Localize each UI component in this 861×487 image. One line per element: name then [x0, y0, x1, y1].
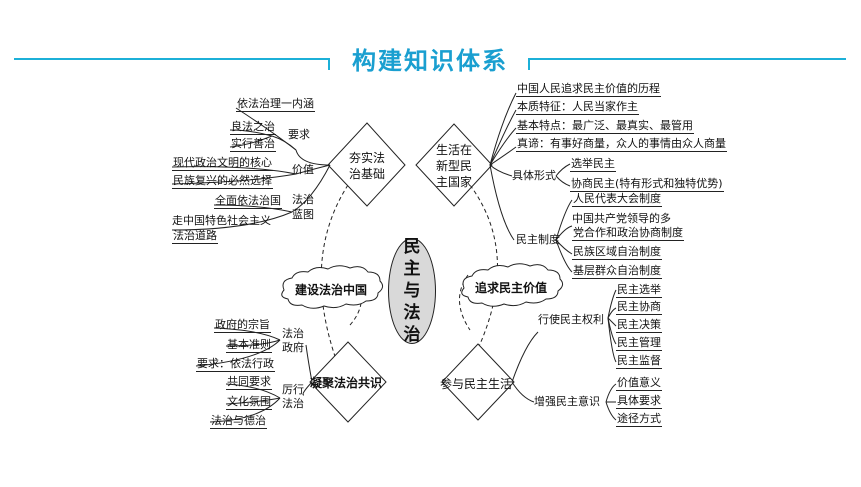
tl-label-blueprint-1: 法治 [292, 193, 314, 206]
bl-practice-label-1: 厉行 [282, 383, 304, 396]
tr-item-4: 真谛：有事好商量，众人的事情由众人商量 [516, 137, 727, 152]
bl-practice-label-2: 法治 [282, 397, 304, 410]
header-tick-right [528, 58, 530, 70]
tr-system-4: 基层群众自治制度 [572, 264, 662, 279]
br-awareness-3: 途径方式 [616, 412, 662, 427]
br-awareness-label: 增强民主意识 [534, 395, 600, 408]
br-right-4: 民主管理 [616, 336, 662, 351]
tl-item-8: 法治道路 [172, 229, 218, 244]
bl-gov-item-2: 基本准则 [226, 338, 272, 353]
hub-top-right: 生活在 新型民 主国家 [426, 142, 482, 190]
bl-practice-item-3: 法治与德治 [210, 414, 267, 429]
bl-gov-label-2: 政府 [282, 341, 304, 354]
center-label: 民主与法治 [403, 237, 421, 345]
bl-gov-item-1: 政府的宗旨 [214, 318, 271, 333]
hub-top-left-line-2: 治基础 [348, 167, 385, 181]
hub-top-left: 夯实法 治基础 [337, 150, 397, 182]
page-title: 构建知识体系 [352, 47, 508, 75]
tl-item-2: 良法之治 [230, 120, 276, 135]
tr-form-2: 协商民主(特有形式和独特优势) [570, 177, 724, 192]
tr-system-2a: 中国共产党领导的多 [572, 212, 671, 225]
tr-item-3: 基本特点：最广泛、最真实、最管用 [516, 119, 694, 134]
hub-bottom-right: 参与民主生活 [440, 377, 513, 391]
header-line-left [14, 58, 330, 60]
tl-label-value: 价值 [292, 163, 314, 176]
tl-item-1: 依法治理一内涵 [236, 97, 315, 112]
cloud-right: 追求民主价值 [475, 281, 548, 295]
tl-item-7: 走中国特色社会主义 [172, 214, 271, 227]
tr-system-1: 人民代表大会制度 [572, 192, 662, 207]
tl-item-6: 全面依法治国 [214, 194, 282, 209]
tr-system-label: 民主制度 [516, 233, 560, 246]
br-rights-label: 行使民主权利 [538, 313, 604, 326]
header-line-right [528, 58, 846, 60]
tl-item-3: 实行善治 [230, 137, 276, 152]
tr-specific-form-label: 具体形式 [512, 169, 556, 182]
hub-bottom-left: 凝聚法治共识 [310, 376, 383, 390]
tr-form-1: 选举民主 [570, 157, 616, 172]
tr-system-2b: 党合作和政治协商制度 [572, 226, 684, 241]
br-right-5: 民主监督 [616, 354, 662, 369]
br-right-3: 民主决策 [616, 318, 662, 333]
br-right-2: 民主协商 [616, 300, 662, 315]
hub-top-left-line-1: 夯实法 [348, 151, 385, 165]
br-awareness-1: 价值意义 [616, 376, 662, 391]
tl-label-requirement: 要求 [288, 128, 310, 141]
tl-item-4: 现代政治文明的核心 [172, 156, 273, 171]
hub-top-right-line-2: 新型民 [435, 159, 472, 173]
tr-item-1: 中国人民追求民主价值的历程 [516, 82, 661, 97]
hub-top-right-line-3: 主国家 [435, 175, 472, 189]
tl-item-5: 民族复兴的必然选择 [172, 174, 273, 189]
br-awareness-2: 具体要求 [616, 394, 662, 409]
bl-practice-item-2: 文化氛围 [226, 395, 272, 410]
br-right-1: 民主选举 [616, 283, 662, 298]
header-tick-left [328, 58, 330, 70]
tr-item-2: 本质特征：人民当家作主 [516, 100, 639, 115]
hub-top-right-line-1: 生活在 [435, 143, 472, 157]
cloud-left: 建设法治中国 [295, 283, 368, 297]
bl-practice-item-1: 共同要求 [226, 375, 272, 390]
center-node: 民主与法治 [388, 237, 436, 345]
bl-gov-label-1: 法治 [282, 327, 304, 340]
bl-gov-item-3: 要求：依法行政 [196, 357, 275, 372]
tr-system-3: 民族区域自治制度 [572, 245, 662, 260]
tl-label-blueprint-2: 蓝图 [292, 208, 314, 221]
